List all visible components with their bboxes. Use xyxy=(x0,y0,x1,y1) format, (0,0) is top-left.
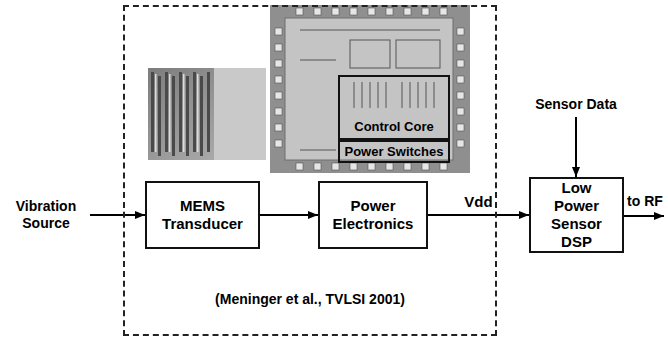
input-label: Vibration Source xyxy=(4,198,88,232)
box-label: MEMS Transducer xyxy=(153,197,252,233)
process-box: Low Power Sensor DSP xyxy=(529,177,624,253)
edge-label: Vdd xyxy=(462,193,494,210)
chip-circuitry xyxy=(300,30,440,150)
box-label: Low Power Sensor DSP xyxy=(537,179,616,251)
chip-block: Power Switches xyxy=(338,140,450,163)
caption-text: (Meninger et al., TVLSI 2001) xyxy=(125,291,495,308)
connector-arrow xyxy=(260,214,318,216)
chip-frame xyxy=(270,5,470,173)
chip-block: Control Core xyxy=(338,75,450,140)
box-label: Power Switches xyxy=(345,144,444,159)
system-boundary: (Meninger et al., TVLSI 2001) Control Cor… xyxy=(123,5,497,336)
output-label: to RF xyxy=(624,193,666,210)
comb-highlights xyxy=(155,74,199,152)
connector-arrow xyxy=(428,214,529,216)
bond-pads xyxy=(275,8,464,170)
sensor-data-arrow xyxy=(575,117,577,177)
process-box: Power Electronics xyxy=(318,181,428,249)
mems-photo-plate xyxy=(214,68,266,160)
mems-photo-ground xyxy=(148,68,266,160)
process-box: MEMS Transducer xyxy=(145,181,260,249)
chip-photo xyxy=(270,5,470,173)
output-arrow xyxy=(624,215,664,217)
box-label: Power Electronics xyxy=(326,197,420,233)
chip-die xyxy=(285,18,453,160)
comb-fingers xyxy=(151,72,210,156)
input-arrow xyxy=(90,214,145,216)
mems-photo xyxy=(148,68,266,160)
box-label: Control Core xyxy=(354,119,433,134)
signal-label: Sensor Data xyxy=(521,96,631,113)
